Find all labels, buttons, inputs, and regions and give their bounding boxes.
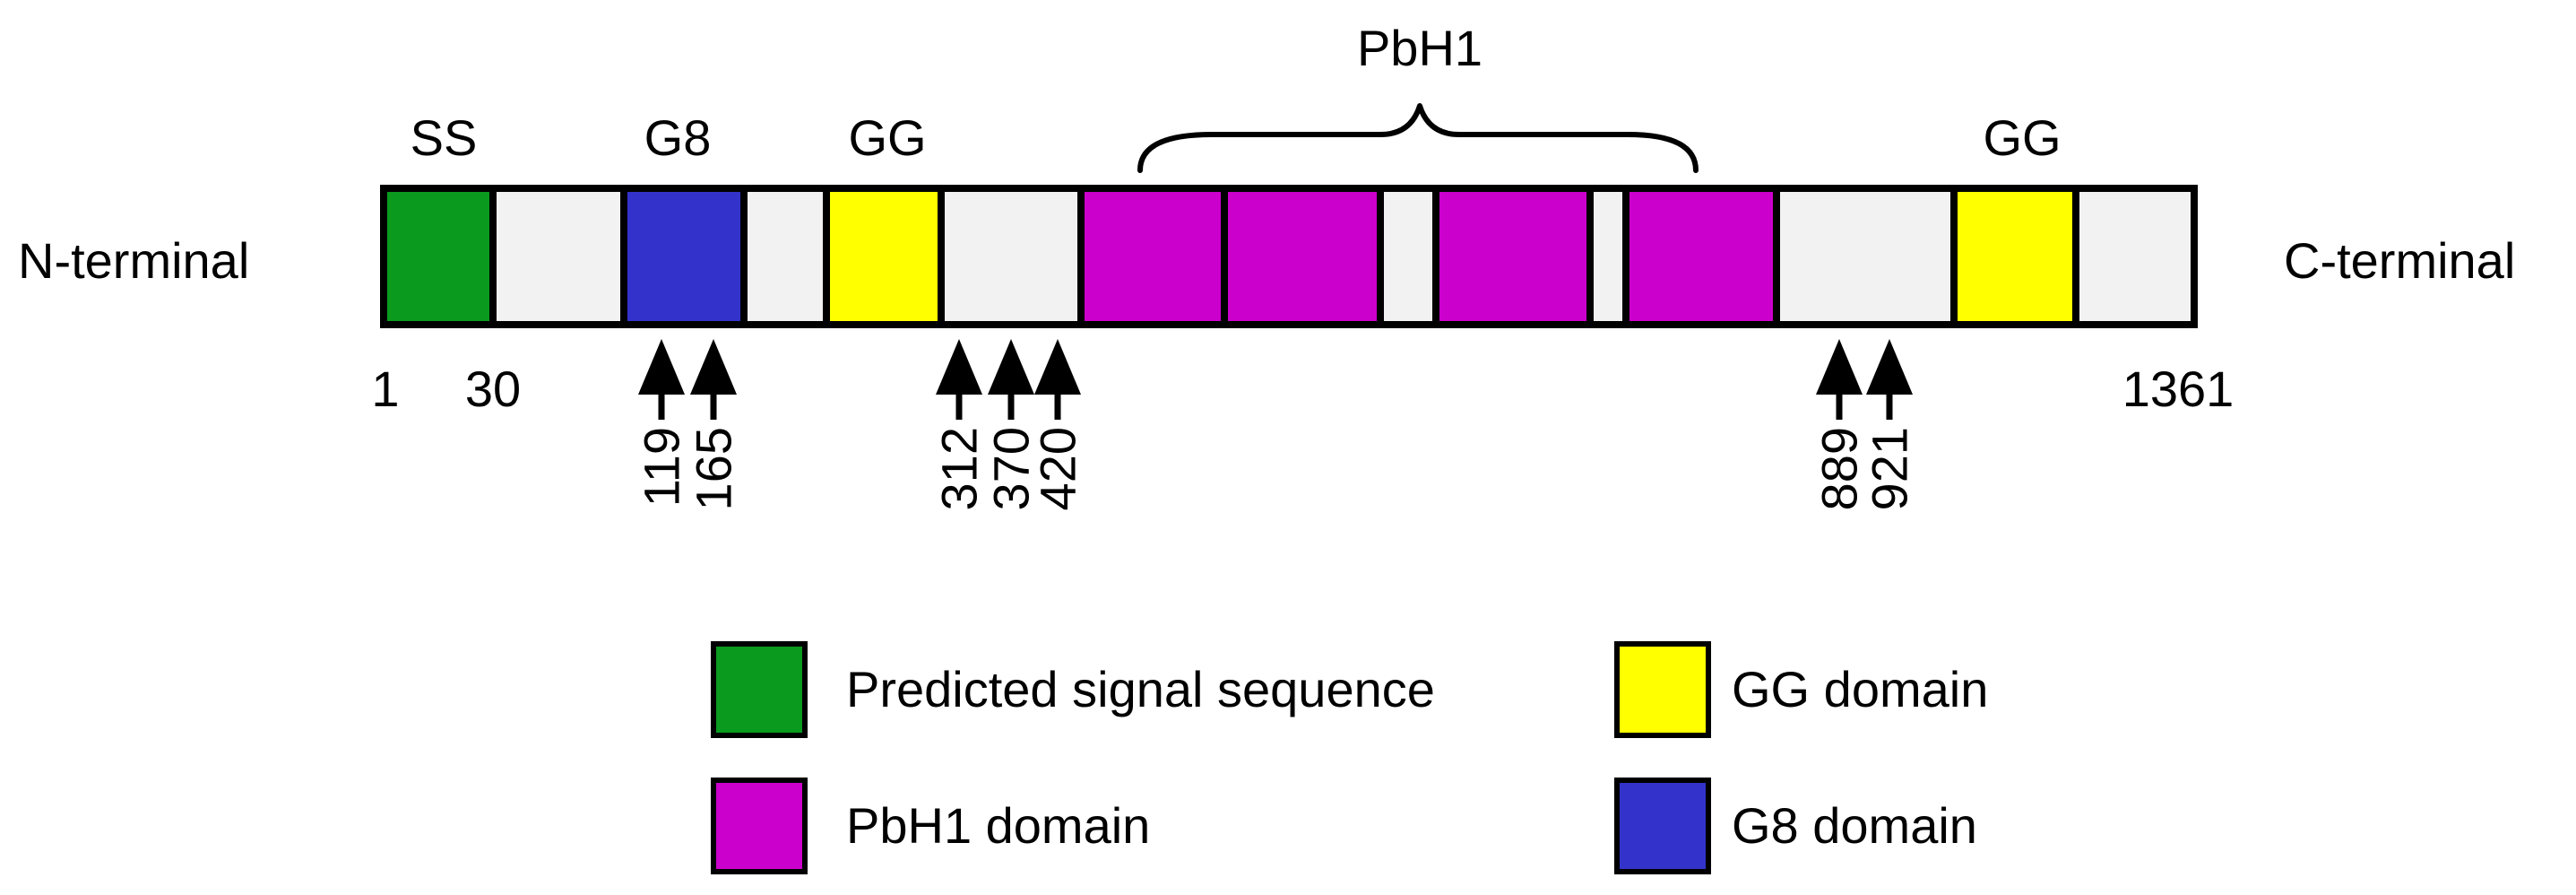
site-arrow-312 [936,339,982,395]
gg-domain-label-first: GG [848,109,926,166]
site-number-921: 921 [1862,427,1918,510]
pbh1-brace [1137,103,1699,173]
site-arrow-889 [1816,339,1863,395]
legend-label-pbh1: PbH1 domain [846,797,1150,854]
site-arrow-165 [690,339,737,395]
legend: Predicted signal sequence GG domain PbH1… [711,641,1988,874]
legend-label-gg: GG domain [1732,661,1988,717]
site-arrow-370 [988,339,1034,395]
n-terminal-label: N-terminal [18,232,249,289]
site-number-165: 165 [686,427,742,510]
g8-domain-label: G8 [644,109,712,166]
segment-gg-14 [1950,185,2079,328]
site-number-370: 370 [983,427,1040,510]
segment-linker-15 [2072,185,2198,328]
protein-bar [380,185,2198,328]
site-number-889: 889 [1811,427,1868,510]
segment-linker-2 [489,185,627,328]
site-number-119: 119 [634,427,690,507]
segment-g8-3 [620,185,748,328]
legend-swatch-gg [1614,641,1711,738]
site-number-312: 312 [931,427,988,510]
segment-pbh1-8 [1221,185,1384,328]
pbh1-group-label: PbH1 [1357,20,1482,76]
start-position-label: 1 [371,361,399,417]
site-arrow-921 [1866,339,1913,395]
segment-linker-11 [1586,185,1629,328]
signal-domain-label: SS [411,109,478,166]
segment-pbh1-7 [1077,185,1228,328]
legend-label-g8: G8 domain [1732,797,1977,854]
legend-swatch-pbh1 [711,778,808,874]
segment-linker-4 [740,185,830,328]
legend-label-signal: Predicted signal sequence [846,661,1435,717]
c-terminal-label: C-terminal [2284,232,2515,289]
signal-end-position-label: 30 [465,361,521,417]
segment-linker-9 [1377,185,1439,328]
legend-swatch-g8 [1614,778,1711,874]
end-position-label: 1361 [2122,361,2235,417]
site-arrow-119 [638,339,685,395]
site-arrow-420 [1034,339,1081,395]
site-number-420: 420 [1030,427,1086,510]
segment-linker-6 [938,185,1085,328]
legend-swatch-signal [711,641,808,738]
segment-linker-13 [1773,185,1958,328]
segment-gg-5 [823,185,945,328]
gg-domain-label-second: GG [1983,109,2061,166]
segment-signal-1 [380,185,497,328]
segment-pbh1-12 [1622,185,1780,328]
segment-pbh1-10 [1432,185,1594,328]
